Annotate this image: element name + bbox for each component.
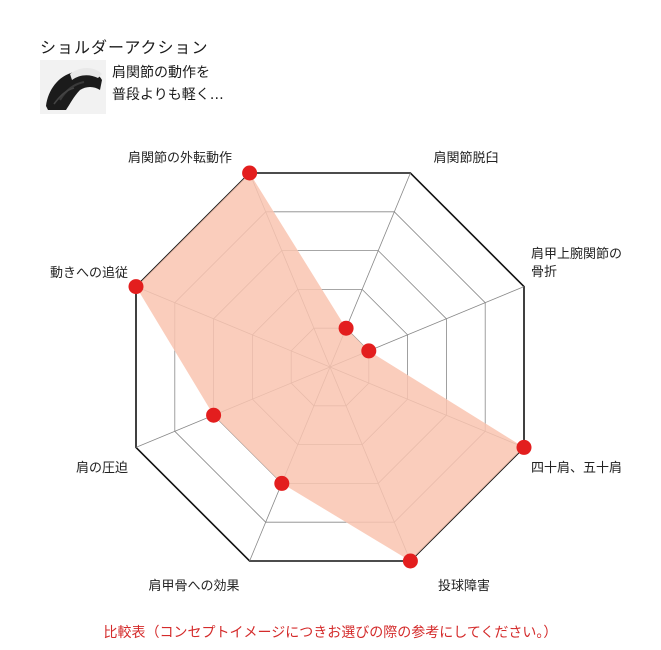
axis-label-line: 肩関節の外転動作 xyxy=(128,150,232,166)
description-line: 普段よりも軽く… xyxy=(112,87,224,103)
axis-label: 肩関節脱臼 xyxy=(433,150,498,166)
product-thumbnail xyxy=(40,60,106,114)
axis-label-line: 肩の圧迫 xyxy=(76,460,128,476)
axis-label-line: 肩甲骨への効果 xyxy=(148,578,239,594)
axis-label-line: 肩甲上腕関節の xyxy=(531,246,622,262)
axis-label-line: 動きへの追従 xyxy=(50,265,128,281)
axis-label-line: 骨折 xyxy=(531,265,557,280)
radar-point xyxy=(274,475,290,491)
product-description: 肩関節の動作を 普段よりも軽く… xyxy=(112,62,224,106)
radar-point xyxy=(516,439,532,455)
product-name: ショルダーアクション xyxy=(40,38,209,57)
axis-label: 投球障害 xyxy=(438,578,490,594)
axis-label: 肩の圧迫 xyxy=(76,460,128,476)
radar-point xyxy=(128,279,144,295)
axis-label-line: 四十肩、五十肩 xyxy=(531,460,622,476)
radar-point xyxy=(338,320,354,336)
axis-label: 動きへの追従 xyxy=(50,265,128,281)
radar-point xyxy=(361,343,377,359)
radar-point xyxy=(206,407,222,423)
comparison-footnote: 比較表（コンセプトイメージにつきお選びの際の参考にしてください。） xyxy=(103,625,558,641)
axis-label-line: 投球障害 xyxy=(438,578,490,594)
axis-label-line: 肩関節脱臼 xyxy=(433,150,498,166)
axis-label: 肩甲上腕関節の骨折 xyxy=(531,246,622,280)
product-photo-icon xyxy=(40,60,106,114)
radar-series-area xyxy=(136,173,524,561)
axis-label: 四十肩、五十肩 xyxy=(531,460,622,476)
radar-point xyxy=(242,165,258,181)
axis-label: 肩甲骨への効果 xyxy=(148,578,239,594)
description-line: 肩関節の動作を xyxy=(112,65,210,81)
radar-point xyxy=(402,553,418,569)
axis-label: 肩関節の外転動作 xyxy=(128,150,232,166)
